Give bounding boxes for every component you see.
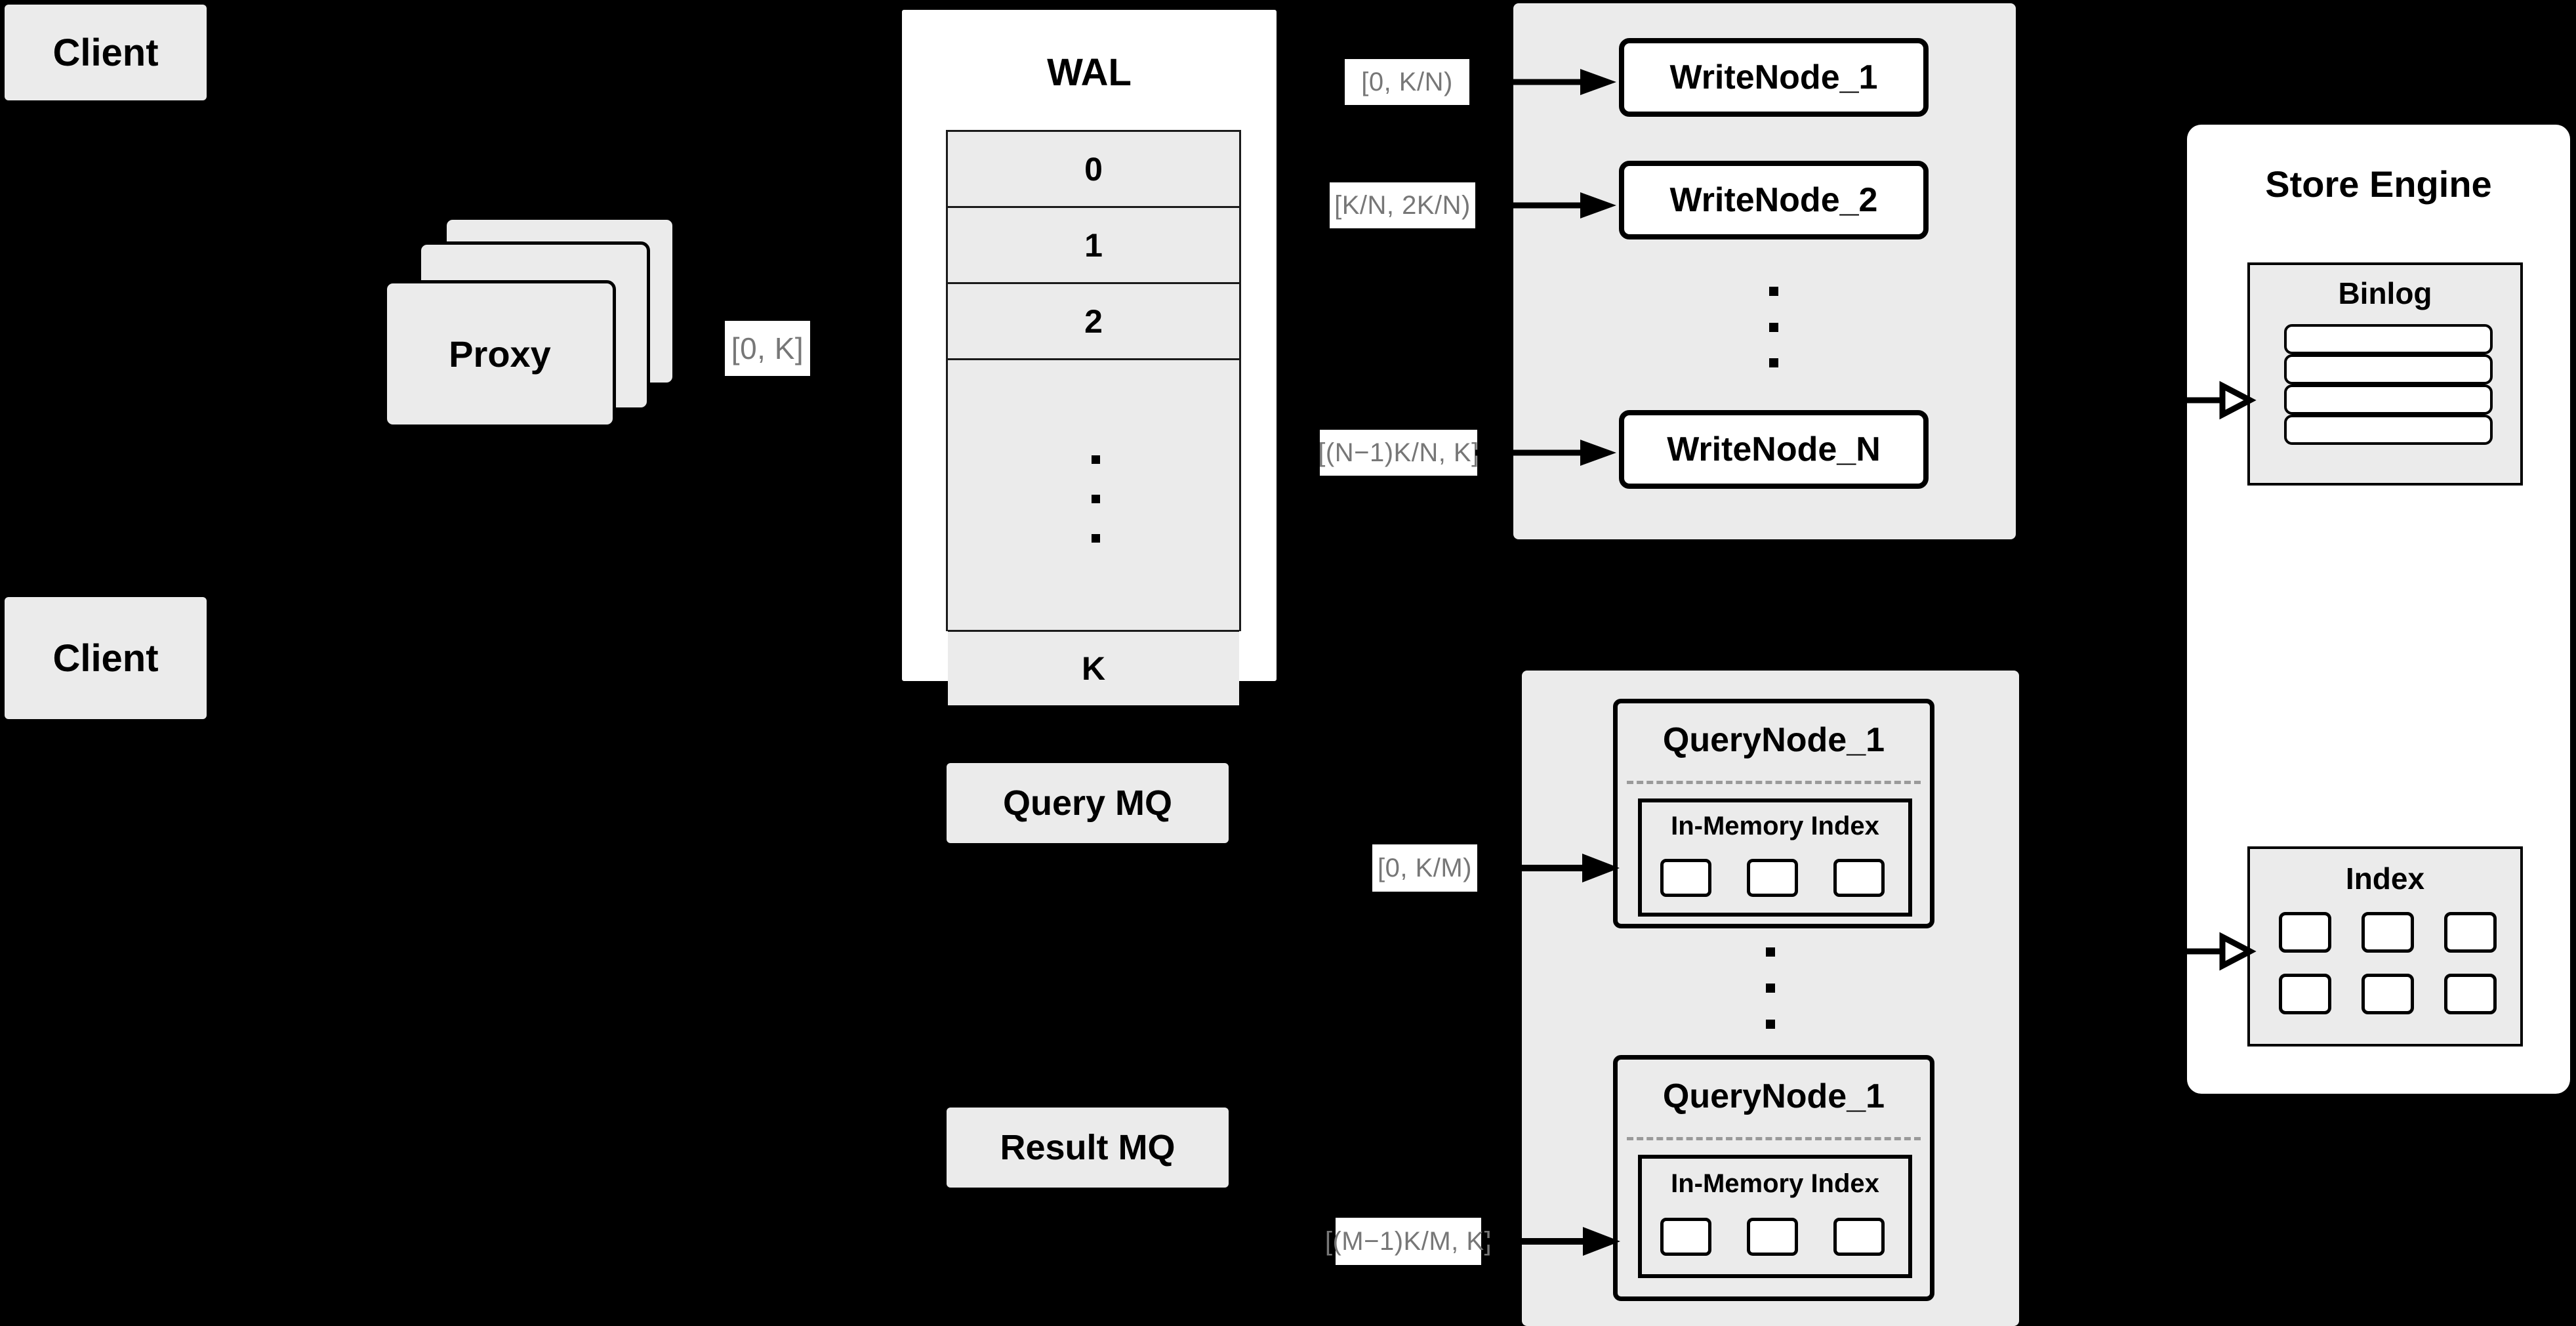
binlog-bar xyxy=(2284,415,2493,445)
ellipsis-dot xyxy=(1092,495,1100,503)
store-engine-panel: Store Engine Binlog Index xyxy=(2187,125,2570,1094)
index-cell xyxy=(2444,974,2497,1014)
binlog-bar xyxy=(2284,354,2493,384)
index-cell xyxy=(2279,974,2331,1014)
write-node-1[interactable]: WriteNode_1 xyxy=(1619,38,1929,117)
ellipsis-dot xyxy=(1092,534,1100,543)
ellipsis-dot xyxy=(1769,287,1778,296)
result-mq-box[interactable]: Result MQ xyxy=(947,1108,1229,1188)
query-mq-box[interactable]: Query MQ xyxy=(947,763,1229,843)
write-node-2[interactable]: WriteNode_2 xyxy=(1619,161,1929,239)
wal-segment[interactable]: 0 xyxy=(948,132,1239,208)
inmemory-index-cell xyxy=(1660,859,1711,897)
edge-label-write-node-1: [0, K/N) xyxy=(1345,59,1469,105)
index-cell xyxy=(2444,912,2497,953)
arrow-to-write-node-2 xyxy=(1475,192,1616,218)
proxy-card[interactable]: Proxy xyxy=(384,280,616,428)
client-box-1: Client xyxy=(5,5,207,100)
ellipsis-dot xyxy=(1092,455,1100,464)
arrow-to-write-node-1 xyxy=(1475,69,1616,95)
edge-label-write-node-n: [(N−1)K/N, K] xyxy=(1318,430,1479,476)
wal-panel: WAL 0 1 2 K xyxy=(897,5,1281,705)
query-node-m[interactable]: QueryNode_1 In-Memory Index xyxy=(1613,1055,1934,1301)
result-mq-label: Result MQ xyxy=(1000,1128,1176,1167)
ellipsis-dot xyxy=(1769,358,1778,367)
arrow-to-index xyxy=(2187,932,2257,971)
index-cell xyxy=(2361,912,2414,953)
query-node-1-title: QueryNode_1 xyxy=(1662,721,1885,759)
query-node-m-divider xyxy=(1627,1137,1921,1140)
inmemory-index-title: In-Memory Index xyxy=(1671,812,1879,840)
binlog-title: Binlog xyxy=(2338,276,2432,310)
binlog-panel: Binlog xyxy=(2247,262,2523,486)
wal-segment-list: 0 1 2 K xyxy=(946,130,1241,705)
query-node-m-title: QueryNode_1 xyxy=(1662,1077,1885,1115)
inmemory-index-cell xyxy=(1747,859,1798,897)
index-title: Index xyxy=(2345,861,2425,896)
query-node-m-inmemory-index: In-Memory Index xyxy=(1638,1155,1912,1278)
binlog-bar xyxy=(2284,324,2493,354)
inmemory-index-cell xyxy=(1660,1218,1711,1256)
query-mq-label: Query MQ xyxy=(1002,783,1173,823)
edge-label-write-node-2: [K/N, 2K/N) xyxy=(1330,182,1475,228)
ellipsis-dot xyxy=(1766,984,1775,993)
arrow-to-write-node-n xyxy=(1475,440,1616,466)
ellipsis-dot xyxy=(1766,1020,1775,1029)
ellipsis-dot xyxy=(1769,323,1778,332)
inmemory-index-title: In-Memory Index xyxy=(1671,1169,1879,1198)
proxy-label: Proxy xyxy=(449,333,551,375)
index-cell xyxy=(2361,974,2414,1014)
wal-segment[interactable]: 1 xyxy=(948,208,1239,284)
inmemory-index-cell xyxy=(1747,1218,1798,1256)
ellipsis-dot xyxy=(1766,947,1775,957)
client-box-2: Client xyxy=(5,597,207,719)
arrow-to-query-node-m xyxy=(1481,1227,1620,1256)
write-node-n[interactable]: WriteNode_N xyxy=(1619,410,1929,489)
arrow-to-query-node-1 xyxy=(1477,854,1620,882)
client-label-1: Client xyxy=(52,31,159,74)
edge-label-proxy-to-wal: [0, K] xyxy=(725,321,810,376)
index-cell xyxy=(2279,912,2331,953)
edge-label-query-node-m: [(M−1)K/M, K] xyxy=(1325,1218,1492,1265)
wal-segment-ellipsis xyxy=(948,360,1239,632)
query-node-1[interactable]: QueryNode_1 In-Memory Index xyxy=(1613,699,1934,928)
arrow-to-binlog xyxy=(2187,381,2257,420)
client-label-2: Client xyxy=(52,636,159,680)
store-engine-title: Store Engine xyxy=(2265,163,2492,205)
binlog-bar xyxy=(2284,384,2493,415)
wal-segment[interactable]: 2 xyxy=(948,284,1239,360)
edge-label-query-node-1: [0, K/M) xyxy=(1372,844,1477,892)
query-node-1-divider xyxy=(1627,781,1921,784)
wal-segment[interactable]: K xyxy=(948,632,1239,705)
query-node-1-inmemory-index: In-Memory Index xyxy=(1638,798,1912,917)
index-panel: Index xyxy=(2247,846,2523,1046)
inmemory-index-cell xyxy=(1833,859,1885,897)
wal-title: WAL xyxy=(1047,51,1132,94)
inmemory-index-cell xyxy=(1833,1218,1885,1256)
